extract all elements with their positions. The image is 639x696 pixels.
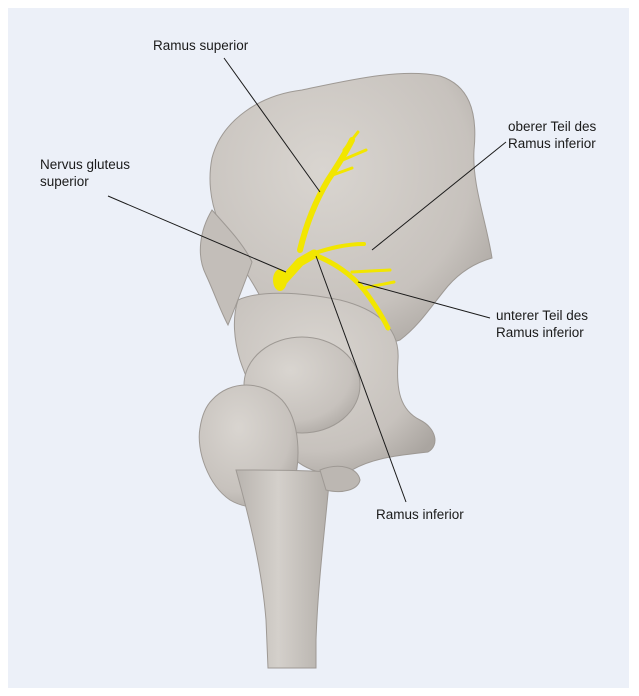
label-nervus-gluteus-line1: Nervus gluteus [40,156,130,173]
lesser-trochanter [320,466,360,491]
lower-inferior-twig-1 [352,270,390,272]
femur-shaft [236,470,330,668]
label-unterer-teil: unterer Teil des Ramus inferior [496,307,588,341]
label-nervus-gluteus-superior: Nervus gluteus superior [40,156,130,190]
label-oberer-teil-line1: oberer Teil des [508,118,596,135]
label-oberer-teil: oberer Teil des Ramus inferior [508,118,596,152]
label-ramus-inferior: Ramus inferior [376,506,464,523]
label-unterer-teil-line2: Ramus inferior [496,324,588,341]
label-ramus-superior: Ramus superior [153,37,248,54]
label-oberer-teil-line2: Ramus inferior [508,135,596,152]
nerve-origin [273,269,287,291]
label-unterer-teil-line1: unterer Teil des [496,307,588,324]
label-nervus-gluteus-line2: superior [40,173,130,190]
